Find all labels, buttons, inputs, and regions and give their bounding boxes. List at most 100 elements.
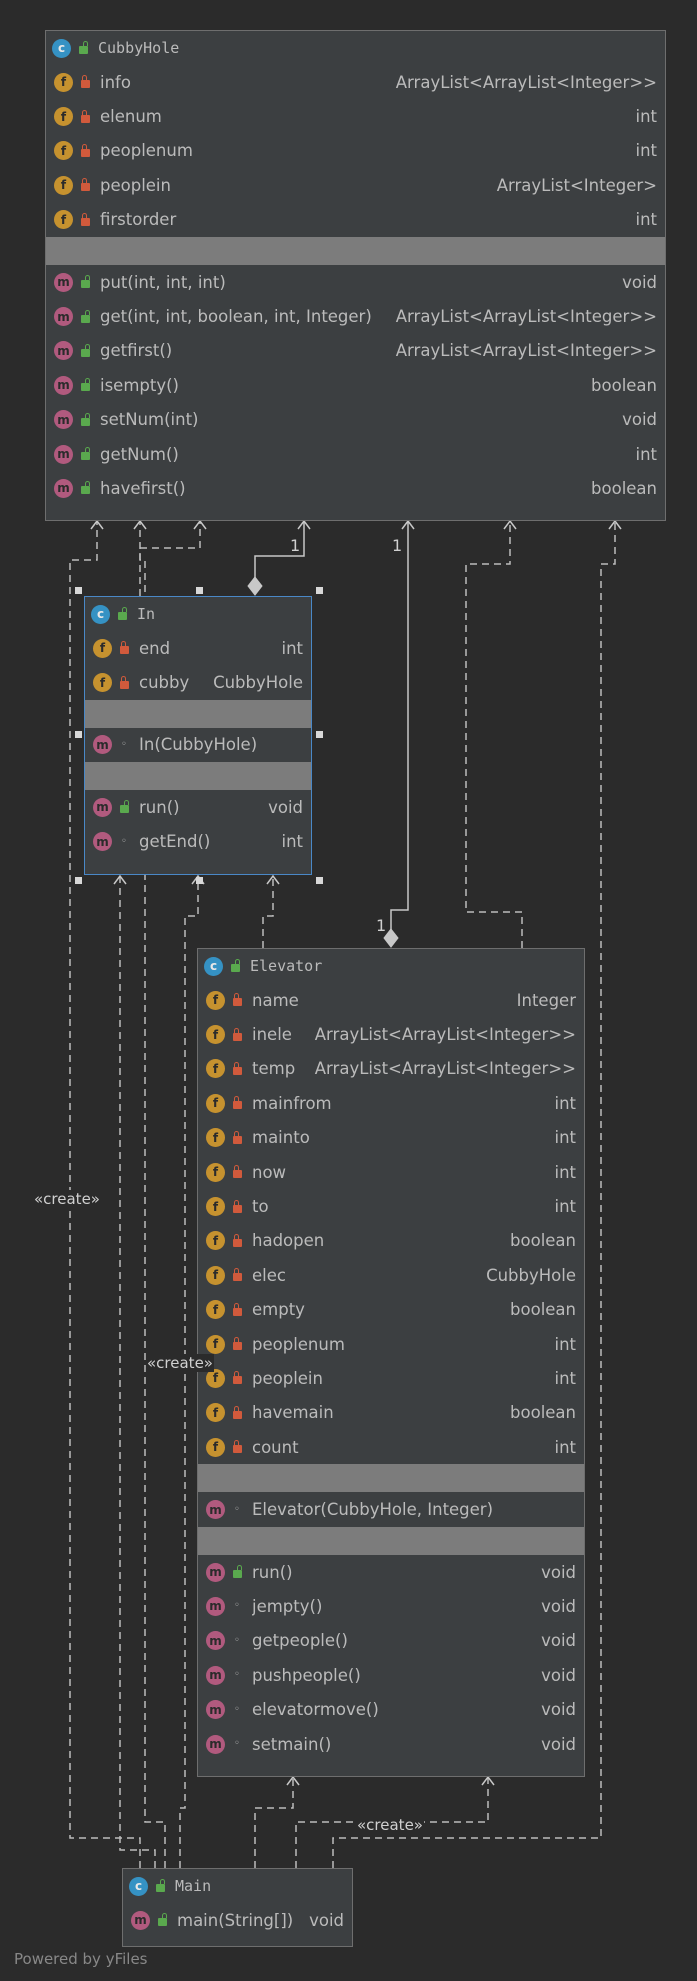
method-row[interactable]: m◦In(CubbyHole) [85, 728, 311, 762]
package-dot-icon: ◦ [234, 1503, 240, 1515]
method-signature: jempty() [252, 1596, 323, 1616]
edge-elevator-composition [390, 521, 409, 932]
field-icon: f [93, 673, 112, 693]
unlock-icon [80, 412, 90, 426]
lock-icon [119, 675, 129, 689]
field-type: int [554, 1437, 576, 1457]
package-dot-icon: ◦ [234, 1669, 240, 1681]
method-icon: m [54, 341, 73, 361]
field-icon: f [54, 107, 73, 127]
method-signature: get(int, int, boolean, int, Integer) [100, 307, 372, 327]
selection-handle[interactable] [75, 731, 82, 738]
method-icon: m [206, 1734, 225, 1754]
unlock-icon [80, 275, 90, 289]
section-divider [198, 1464, 584, 1493]
method-row[interactable]: m◦elevatormove()void [198, 1692, 584, 1726]
selection-handle[interactable] [316, 731, 323, 738]
field-icon: f [206, 1437, 225, 1457]
selection-handle[interactable] [196, 877, 203, 884]
field-icon: f [206, 1265, 225, 1285]
package-dot-icon: ◦ [234, 1634, 240, 1646]
unlock-icon [80, 309, 90, 323]
method-signature: havefirst() [100, 478, 186, 498]
field-name: end [139, 638, 171, 658]
edge-main-to-in-1 [119, 876, 156, 1868]
return-type: void [622, 410, 657, 430]
method-signature: getEnd() [139, 832, 211, 852]
selection-handle[interactable] [316, 587, 323, 594]
method-signature: Elevator(CubbyHole, Integer) [252, 1500, 494, 1520]
package-dot-icon: ◦ [121, 738, 127, 750]
return-type: void [541, 1700, 576, 1720]
return-type: void [541, 1734, 576, 1754]
edge-main-to-elevator-1 [254, 1777, 294, 1868]
selection-handle[interactable] [196, 587, 203, 594]
method-row[interactable]: m◦pushpeople()void [198, 1658, 584, 1692]
lock-icon [232, 1199, 242, 1213]
return-type: void [541, 1562, 576, 1582]
field-type: int [554, 1128, 576, 1148]
field-icon: f [206, 1334, 225, 1354]
class-name: In [137, 605, 156, 623]
package-dot-icon: ◦ [121, 835, 127, 847]
method-signature: getfirst() [100, 341, 173, 361]
method-row[interactable]: m◦setmain()void [198, 1727, 584, 1761]
field-name: name [252, 990, 299, 1010]
footer-powered-by: Powered by yFiles [14, 1950, 148, 1968]
field-icon: f [206, 1403, 225, 1423]
field-type: ArrayList<ArrayList<Integer>> [314, 1059, 576, 1079]
method-signature: put(int, int, int) [100, 272, 226, 292]
unlock-icon [232, 1565, 242, 1579]
method-row[interactable]: m◦getEnd()int [85, 825, 311, 859]
return-type: ArrayList<ArrayList<Integer>> [395, 307, 657, 327]
method-row[interactable]: m◦getpeople()void [198, 1624, 584, 1658]
unlock-icon [157, 1913, 167, 1927]
selection-handle[interactable] [316, 877, 323, 884]
lock-icon [232, 1371, 242, 1385]
method-row[interactable]: m◦Elevator(CubbyHole, Integer) [198, 1492, 584, 1526]
selection-handle[interactable] [75, 587, 82, 594]
method-row[interactable]: m◦jempty()void [198, 1589, 584, 1623]
selection-handle[interactable] [75, 877, 82, 884]
field-type: int [554, 1334, 576, 1354]
